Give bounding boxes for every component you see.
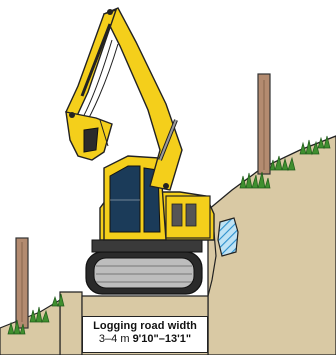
road-surface — [60, 292, 82, 355]
bank-left — [0, 300, 60, 355]
road-width-title: Logging road width — [83, 320, 207, 332]
road-width-dimensions: 3–4 m 9'10"–13'1" — [83, 333, 207, 345]
excavator-icon — [66, 8, 214, 294]
tree-icon — [258, 74, 270, 174]
road-width-metric: 3–4 m — [99, 333, 130, 345]
road-width-imperial: 9'10"–13'1" — [133, 333, 192, 345]
tree-icon — [16, 238, 28, 328]
retaining-wall-icon — [218, 218, 238, 256]
road-width-label: Logging road width 3–4 m 9'10"–13'1" — [82, 316, 208, 353]
